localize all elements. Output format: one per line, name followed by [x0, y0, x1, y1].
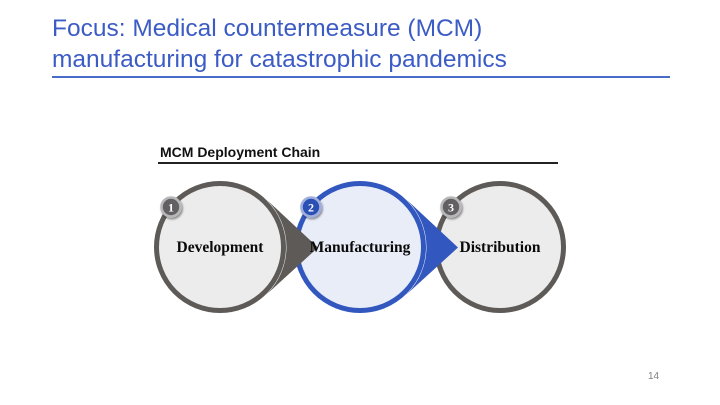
step-badge-2: 2	[300, 196, 322, 218]
step-badge-1: 1	[160, 196, 182, 218]
arrow-development-to-manufacturing-icon	[267, 200, 318, 294]
step-label-manufacturing: Manufacturing	[310, 239, 411, 256]
page-number: 14	[648, 371, 660, 382]
title-underline	[52, 76, 670, 78]
diagram-heading-underline	[158, 162, 558, 164]
arrow-manufacturing-to-distribution-icon	[407, 200, 458, 294]
step-badge-1-circle	[160, 196, 182, 218]
step-badge-2-circle	[300, 196, 322, 218]
diagram-heading: MCM Deployment Chain	[160, 144, 321, 160]
step-label-development: Development	[177, 239, 265, 256]
slide-title: Focus: Medical countermeasure (MCM) manu…	[52, 15, 507, 73]
step-label-distribution: Distribution	[460, 239, 541, 256]
step-badge-3-number: 3	[448, 201, 454, 215]
step-badge-2-number: 2	[308, 201, 314, 215]
step-badge-1-number: 1	[168, 201, 174, 215]
step-badge-3: 3	[440, 196, 462, 218]
step-badge-3-circle	[440, 196, 462, 218]
step-circle-development	[154, 181, 286, 313]
